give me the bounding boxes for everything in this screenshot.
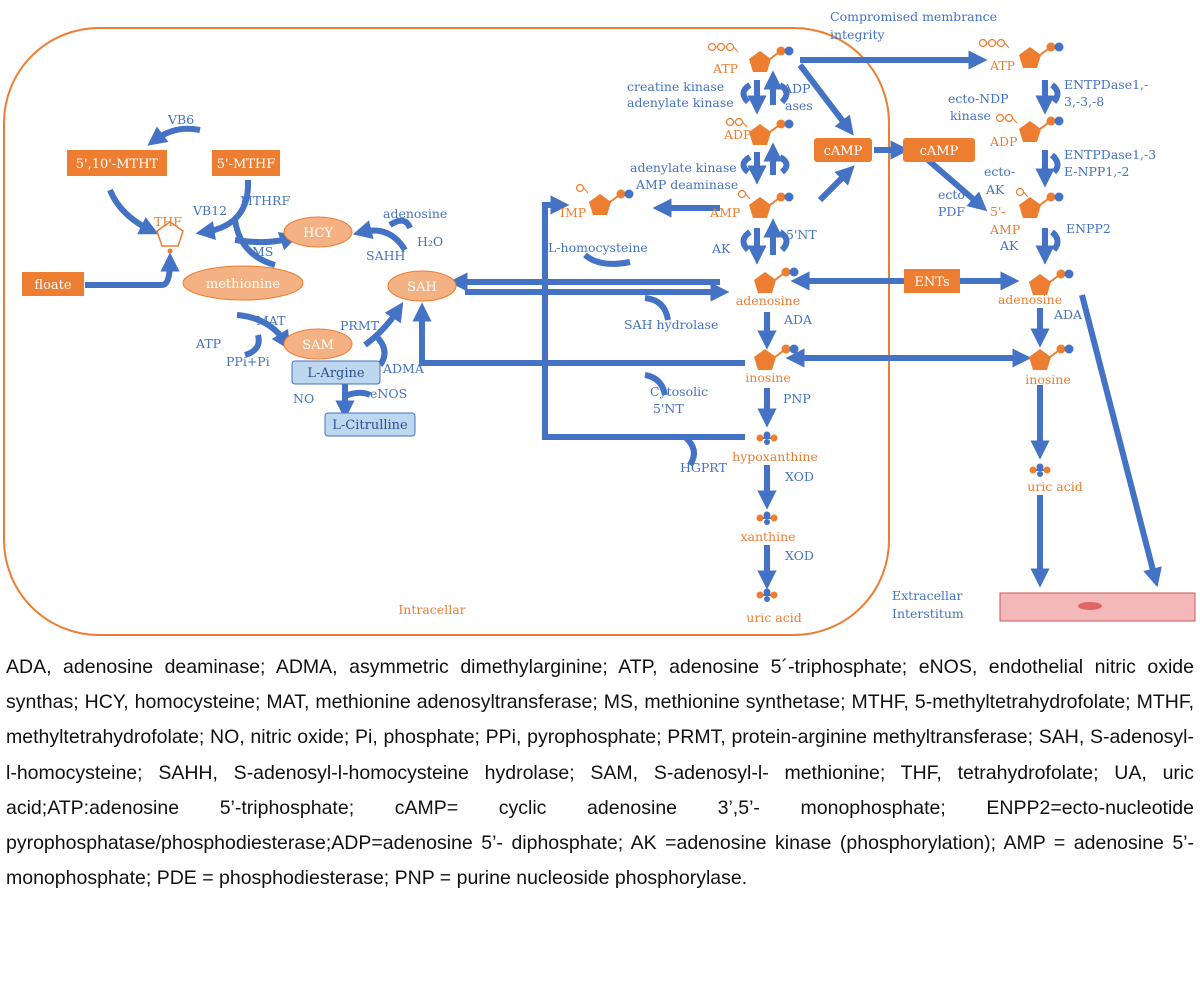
ellipse-methionine: methionine — [182, 265, 304, 301]
svg-text:THF: THF — [154, 214, 182, 229]
label-h2o: H₂O — [417, 234, 443, 249]
label-ada-extracellular: ADA — [1053, 307, 1083, 322]
label-amp-intracellular: AMP — [709, 205, 740, 220]
label-entpdase-1b: 3,-3,-8 — [1064, 94, 1104, 109]
label-enpp2: ENPP2 — [1066, 221, 1111, 236]
label-adp-ases-1: ADP — [782, 81, 810, 96]
box-l-argine: L-Argine — [291, 360, 381, 385]
label-adenosine-extracellular: adenosine — [998, 292, 1062, 307]
label-ecto-ndp-1: ecto-NDP — [948, 91, 1009, 106]
extracellular-label-line2: Interstitum — [892, 606, 964, 621]
label-entpdase-2a: ENTPDase1,-3 — [1064, 147, 1156, 162]
label-entpdase-1a: ENTPDase1,- — [1064, 77, 1148, 92]
svg-text:L-Citrulline: L-Citrulline — [332, 418, 408, 433]
thf-ring: THF — [154, 214, 184, 254]
label-adp-intracellular: ADP — [723, 127, 751, 142]
label-ecto-ak-1: ecto- — [984, 164, 1015, 179]
ellipse-hcy: HCY — [283, 216, 353, 248]
svg-text:cAMP: cAMP — [824, 144, 863, 159]
label-enos: eNOS — [370, 386, 407, 401]
svg-text:cAMP: cAMP — [920, 144, 959, 159]
svg-text:5'-MTHF: 5'-MTHF — [217, 157, 276, 172]
svg-text:ENTs: ENTs — [914, 275, 949, 290]
abbreviation-legend: ADA, adenosine deaminase; ADMA, asymmetr… — [6, 656, 1194, 890]
label-atp-cofactor: ATP — [195, 336, 221, 351]
label-adenylate-kinase-1: adenylate kinase — [627, 95, 734, 110]
svg-text:SAM: SAM — [302, 338, 334, 353]
label-adenosine-intracellular: adenosine — [736, 293, 800, 308]
label-ada-intracellular: ADA — [783, 312, 813, 327]
svg-text:SAH: SAH — [407, 280, 437, 295]
label-uric-acid-extracellular: uric acid — [1027, 479, 1082, 494]
label-prmt: PRMT — [340, 318, 380, 333]
label-inosine-extracellular: inosine — [1025, 372, 1070, 387]
label-xanthine: xanthine — [740, 529, 795, 544]
pathway-arrows — [85, 50, 1162, 590]
label-sah-hydrolase: SAH hydrolase — [624, 317, 718, 332]
label-mthrf: MTHRF — [240, 193, 290, 208]
label-xod-1: XOD — [785, 469, 814, 484]
label-ak-extracellular: AK — [999, 238, 1019, 253]
label-creatine-kinase: creatine kinase — [627, 79, 724, 94]
svg-text:methionine: methionine — [206, 277, 281, 292]
box-floate: floate — [22, 272, 84, 296]
red-blood-cell — [1078, 602, 1102, 610]
label-vb12: VB12 — [192, 203, 227, 218]
extracellular-label-line1: Extracellar — [892, 588, 962, 603]
ellipse-sah: SAH — [387, 270, 457, 302]
svg-text:HCY: HCY — [303, 226, 333, 241]
label-no: NO — [293, 391, 314, 406]
svg-text:L-Argine: L-Argine — [307, 366, 364, 381]
label-amp-extracellular: AMP — [989, 222, 1020, 237]
label-entpdase-2b: E-NPP1,-2 — [1064, 164, 1129, 179]
intracellular-boundary — [3, 27, 890, 636]
box-mtht: 5',10'-MTHT — [67, 150, 167, 176]
label-xod-2: XOD — [785, 548, 814, 563]
label-ppi-pi: PPi+Pi — [226, 354, 270, 369]
label-amp-extracellular-prefix: 5'- — [990, 204, 1006, 219]
label-ecto-pdf-1: ecto- — [938, 187, 969, 202]
label-l-homocysteine: L-homocysteine — [548, 240, 648, 255]
label-imp: IMP — [560, 205, 586, 220]
enzyme-labels: VB6 VB12 MTHRF MS adenosine H₂O SAHH MAT… — [167, 77, 1156, 563]
box-ents: ENTs — [904, 269, 960, 293]
label-ak-intracellular: AK — [711, 241, 731, 256]
label-ms: MS — [252, 244, 273, 259]
box-l-citrulline: L-Citrulline — [324, 412, 416, 437]
membrane-note-line1: Compromised membrance — [830, 9, 997, 24]
svg-text:5',10'-MTHT: 5',10'-MTHT — [76, 157, 159, 172]
label-adma: ADMA — [382, 361, 425, 376]
label-ecto-pdf-2: PDF — [938, 204, 965, 219]
label-uric-acid-intracellular: uric acid — [746, 610, 801, 625]
ellipse-sam: SAM — [283, 328, 353, 360]
label-adp-ases-2: ases — [785, 98, 813, 113]
box-camp-extracellular: cAMP — [903, 138, 975, 162]
label-hgprt: HGPRT — [680, 460, 727, 475]
label-mat: MAT — [256, 313, 286, 328]
box-mthf: 5'-MTHF — [212, 150, 280, 176]
label-cytosolic-1: Cytosolic — [650, 384, 708, 399]
label-inosine-intracellular: inosine — [745, 370, 790, 385]
label-ecto-ak-2: AK — [985, 182, 1005, 197]
label-hypoxanthine: hypoxanthine — [732, 449, 818, 464]
label-pnp: PNP — [783, 391, 811, 406]
box-camp-intracellular: cAMP — [814, 138, 872, 162]
label-adenylate-kinase-2: adenylate kinase — [630, 160, 737, 175]
label-adp-extracellular: ADP — [989, 134, 1017, 149]
purine-metabolism-diagram: 5',10'-MTHT 5'-MTHF floate cAMP cAMP ENT… — [3, 9, 1196, 636]
membrane-note-line2: integrity — [830, 27, 885, 42]
svg-text:floate: floate — [34, 278, 71, 293]
label-adenosine-cofactor: adenosine — [383, 206, 447, 221]
label-ecto-ndp-2: kinase — [950, 108, 991, 123]
label-sahh: SAHH — [366, 248, 405, 263]
label-atp-intracellular: ATP — [712, 61, 738, 76]
label-5nt: 5'NT — [786, 227, 817, 242]
label-vb6: VB6 — [167, 112, 194, 127]
label-atp-extracellular: ATP — [989, 58, 1015, 73]
label-amp-deaminase: AMP deaminase — [635, 177, 738, 192]
label-cytosolic-2: 5'NT — [653, 401, 684, 416]
intracellular-label: Intracellar — [398, 602, 465, 617]
